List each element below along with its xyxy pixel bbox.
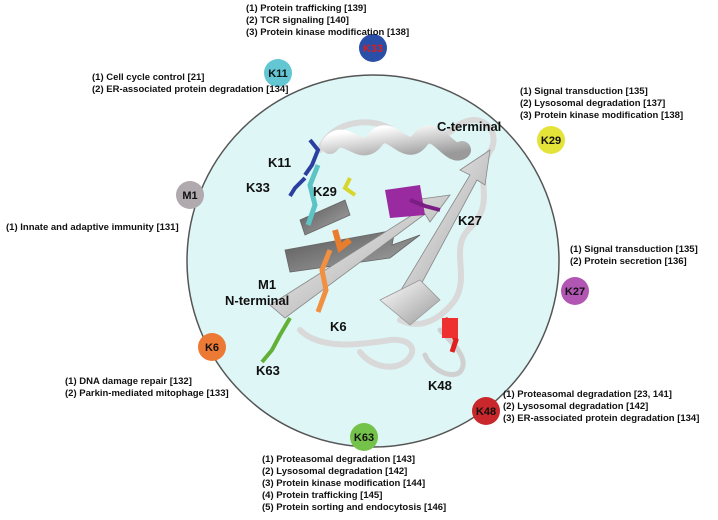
- residue-k27-sidechain: [409, 198, 441, 212]
- residue-k29-sidechain: [342, 177, 357, 197]
- badge-circle: [359, 34, 387, 62]
- badge-circle: [537, 126, 565, 154]
- label-m1: M1: [258, 277, 276, 292]
- residue-m1-sidechain: [332, 229, 352, 254]
- label-n-terminal: N-terminal: [225, 293, 289, 308]
- function-line: (3) ER-associated protein degradation [1…: [503, 413, 700, 424]
- function-line: (2) Lysosomal degradation [142]: [262, 466, 408, 477]
- label-k11: K11: [268, 155, 291, 170]
- residue-k11-sidechain: [303, 138, 321, 177]
- function-line: (2) Lysosomal degradation [142]: [503, 401, 649, 412]
- label-k6: K6: [330, 319, 347, 334]
- badge-k29: K29: [537, 126, 565, 154]
- functions-k33: (1) Protein trafficking [139](2) TCR sig…: [246, 3, 409, 39]
- badge-circle: [264, 59, 292, 87]
- label-k27: K27: [458, 213, 482, 228]
- function-line: (1) Proteasomal degradation [143]: [262, 454, 416, 465]
- badge-label: K33: [363, 43, 383, 55]
- label-k48: K48: [428, 378, 452, 393]
- badge-k48: K48: [472, 397, 500, 425]
- coil-right: [397, 145, 495, 327]
- residue-k63-sidechain: [260, 316, 292, 364]
- function-line: (1) Protein trafficking [139]: [246, 3, 367, 14]
- function-line: (3) Protein kinase modification [138]: [246, 27, 410, 38]
- functions-k48: (1) Proteasomal degradation [23, 141](2)…: [503, 389, 699, 425]
- badge-label: K63: [354, 432, 374, 444]
- coil-bottom: [297, 327, 416, 370]
- residue-k48-block: [442, 318, 458, 338]
- label-k63: K63: [256, 363, 280, 378]
- beta-strand-5: [379, 279, 441, 326]
- functions-m1: (1) Innate and adaptive immunity [131]: [6, 222, 179, 234]
- function-line: (1) Cell cycle control [21]: [92, 72, 205, 83]
- badge-k33: K33: [359, 34, 387, 62]
- function-line: (2) Protein secretion [136]: [570, 256, 687, 267]
- function-line: (2) Lysosomal degradation [137]: [520, 98, 666, 109]
- badge-circle: [350, 423, 378, 451]
- functions-k63: (1) Proteasomal degradation [143](2) Lys…: [262, 454, 446, 514]
- function-line: (2) TCR signaling [140]: [246, 15, 349, 26]
- function-line: (1) Signal transduction [135]: [520, 86, 648, 97]
- label-c-terminal: C-terminal: [437, 119, 501, 134]
- function-line: (2) ER-associated protein degradation [1…: [92, 84, 289, 95]
- function-line: (4) Protein trafficking [145]: [262, 490, 383, 501]
- function-line: (5) Protein sorting and endocytosis [146…: [262, 502, 447, 513]
- badge-label: K11: [268, 68, 288, 80]
- function-line: (1) DNA damage repair [132]: [65, 376, 192, 387]
- residue-k6-sidechain: [315, 249, 333, 313]
- protein-ribbon: [260, 117, 497, 378]
- alpha-helix: [321, 125, 471, 161]
- badge-label: K29: [541, 135, 561, 147]
- function-line: (1) Signal transduction [135]: [570, 244, 698, 255]
- badge-k11: K11: [264, 59, 292, 87]
- residue-k27-strand: [385, 185, 425, 218]
- badge-circle: [198, 333, 226, 361]
- label-k33: K33: [246, 180, 270, 195]
- badge-k6: K6: [198, 333, 226, 361]
- badge-label: K27: [565, 286, 585, 298]
- badge-m1: M1: [176, 181, 204, 209]
- badge-circle: [472, 397, 500, 425]
- function-line: (1) Proteasomal degradation [23, 141]: [503, 389, 672, 400]
- functions-k11: (1) Cell cycle control [21](2) ER-associ…: [92, 72, 288, 96]
- badge-label: K6: [205, 342, 219, 354]
- functions-k27: (1) Signal transduction [135](2) Protein…: [570, 244, 698, 268]
- residue-k33-sidechain: [288, 176, 307, 198]
- residue-k33-teal-sidechain: [305, 164, 321, 226]
- beta-strand-4: [299, 199, 351, 236]
- function-line: (3) Protein kinase modification [144]: [262, 478, 426, 489]
- function-line: (2) Parkin-mediated mitophage [133]: [65, 388, 229, 399]
- function-line: (1) Innate and adaptive immunity [131]: [6, 222, 179, 233]
- badge-k27: K27: [561, 277, 589, 305]
- badge-label: K48: [476, 406, 496, 418]
- functions-k29: (1) Signal transduction [135](2) Lysosom…: [520, 86, 683, 122]
- badge-k63: K63: [350, 423, 378, 451]
- badge-label: M1: [182, 190, 197, 202]
- label-k29: K29: [313, 184, 337, 199]
- functions-k6: (1) DNA damage repair [132](2) Parkin-me…: [65, 376, 229, 400]
- badge-circle: [561, 277, 589, 305]
- badge-circle: [176, 181, 204, 209]
- function-line: (3) Protein kinase modification [138]: [520, 110, 684, 121]
